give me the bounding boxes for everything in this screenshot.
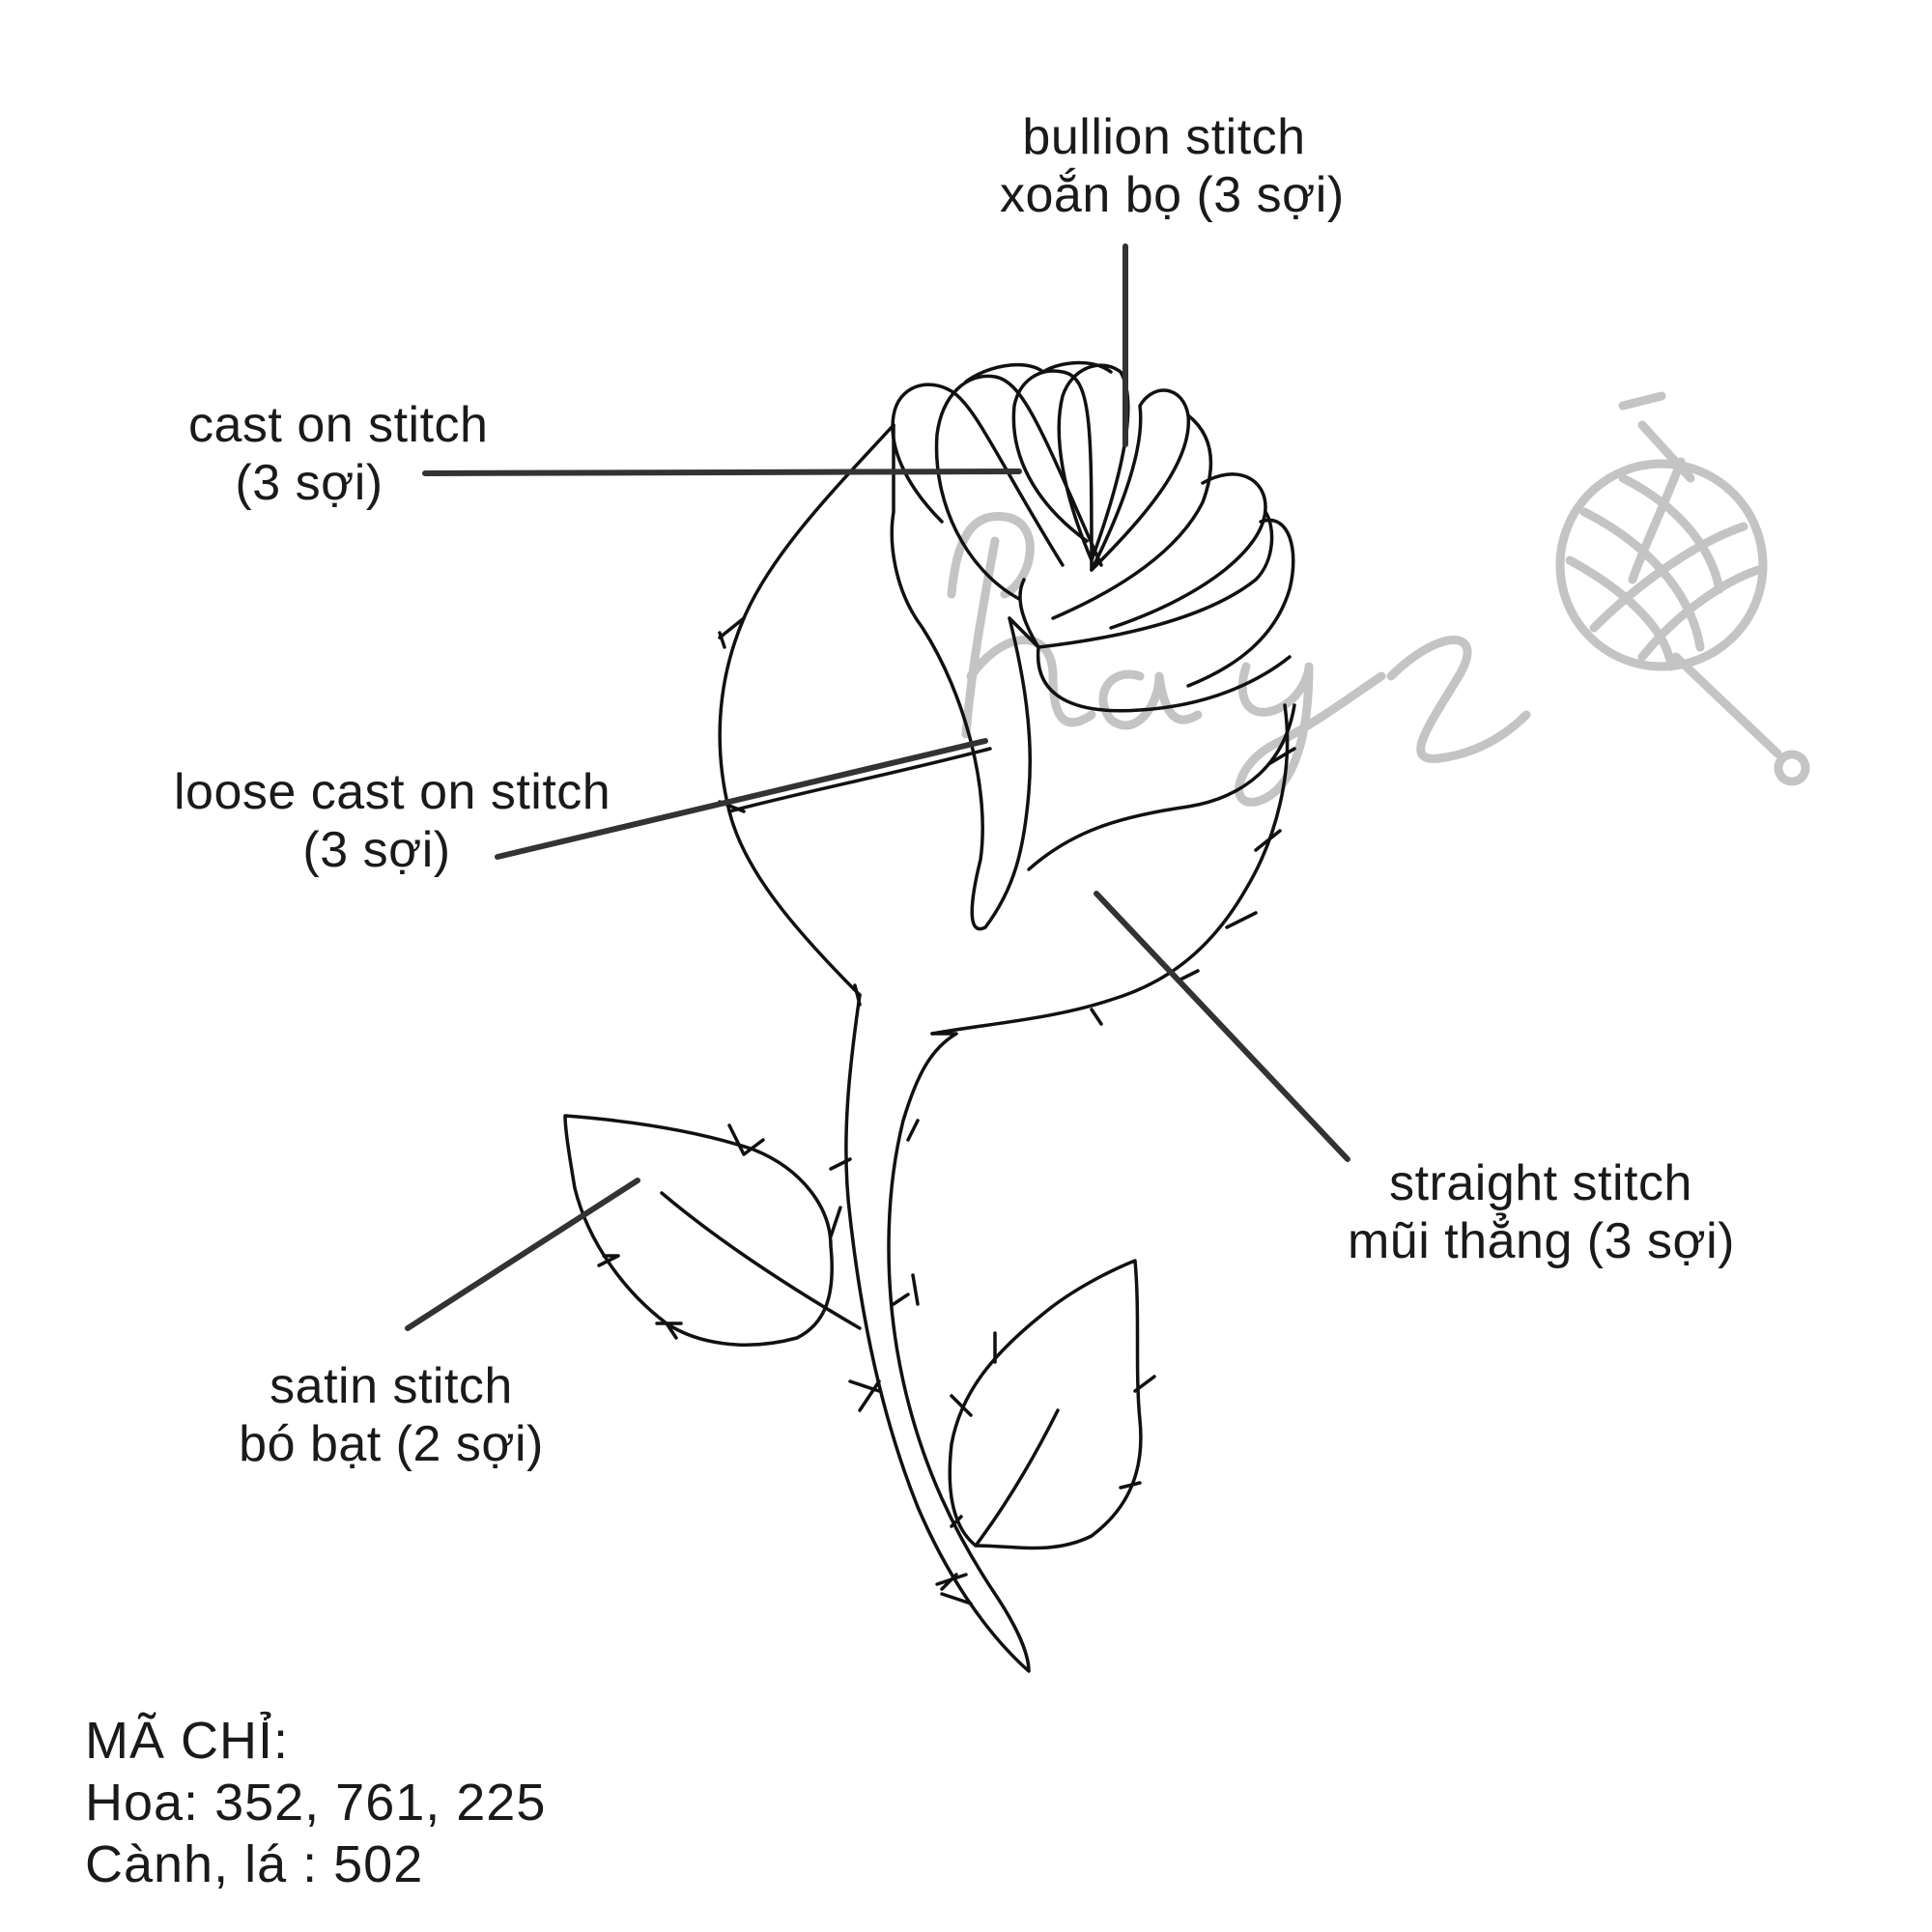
right-leaf-thorns xyxy=(950,1331,1156,1528)
rose-bud-left-outline xyxy=(718,423,895,997)
label-satin-stitch: satin stitch bó bạt (2 sợi) xyxy=(237,1357,546,1473)
label-loose-cast-on-stitch: loose cast on stitch (3 sợi) xyxy=(174,763,611,879)
thread-codes-stem-leaves: Cành, lá : 502 xyxy=(85,1835,424,1893)
label-bullion-line2: xoắn bọ (3 sợi) xyxy=(1000,167,1345,223)
label-straight-stitch: straight stitch mũi thẳng (3 sợi) xyxy=(1348,1154,1734,1270)
rose-petal-lower-left xyxy=(1008,616,1040,649)
label-cast-on-stitch: cast on stitch (3 sợi) xyxy=(188,396,489,512)
rose-petal-right-3 xyxy=(1037,510,1295,688)
leader-loose-cast-on xyxy=(495,738,988,860)
yarn-ball-icon xyxy=(1555,457,1768,671)
label-satin-line2: bó bạt (2 sợi) xyxy=(239,1416,544,1472)
leader-lines xyxy=(405,243,1350,1331)
rose-petal-top xyxy=(964,360,1113,384)
label-loose-cast-on-line2: (3 sợi) xyxy=(302,822,451,878)
right-leaf-vein xyxy=(974,1408,1060,1548)
label-straight-line2: mũi thẳng (3 sợi) xyxy=(1348,1213,1735,1269)
leader-cast-on xyxy=(422,469,1022,476)
thread-codes-heading: MÃ CHỈ: xyxy=(85,1712,290,1770)
label-straight-line1: straight stitch xyxy=(1389,1155,1692,1211)
rose-petal-wrap xyxy=(1018,578,1292,713)
thorns xyxy=(718,616,1296,1605)
label-bullion-stitch: bullion stitch xoắn bọ (3 sợi) xyxy=(1000,108,1345,224)
knitting-needle xyxy=(1618,391,1695,483)
rose-petal-right-1 xyxy=(1090,388,1190,572)
thread-codes: MÃ CHỈ: Hoa: 352, 761, 225 Cành, lá : 50… xyxy=(85,1710,546,1895)
rose-bud-right-outline xyxy=(930,703,1290,1036)
watermark xyxy=(947,391,1810,807)
rose-stem xyxy=(844,993,1031,1673)
rose xyxy=(563,360,1296,1673)
rose-bud-inner-line xyxy=(727,703,1296,871)
label-cast-on-line1: cast on stitch xyxy=(188,397,489,453)
leader-straight xyxy=(1094,891,1350,1162)
thread-codes-flower: Hoa: 352, 761, 225 xyxy=(85,1774,547,1832)
right-leaf xyxy=(948,1259,1143,1550)
label-loose-cast-on-line1: loose cast on stitch xyxy=(174,764,611,820)
label-satin-line1: satin stitch xyxy=(270,1358,513,1414)
leader-satin xyxy=(405,1178,640,1331)
left-leaf-vein xyxy=(660,1191,862,1330)
rose-petal-3 xyxy=(1011,369,1094,572)
left-leaf-thorns xyxy=(597,1123,842,1340)
left-leaf xyxy=(563,1114,834,1347)
rose-petal-left xyxy=(891,383,1065,567)
rose-petal-center xyxy=(1057,363,1130,562)
label-bullion-line1: bullion stitch xyxy=(1022,109,1306,165)
rose-petal-2 xyxy=(934,374,1103,601)
watermark-signature xyxy=(947,511,1531,807)
label-cast-on-line2: (3 sợi) xyxy=(235,455,384,511)
rose-petal-inner-fold xyxy=(890,423,1033,931)
